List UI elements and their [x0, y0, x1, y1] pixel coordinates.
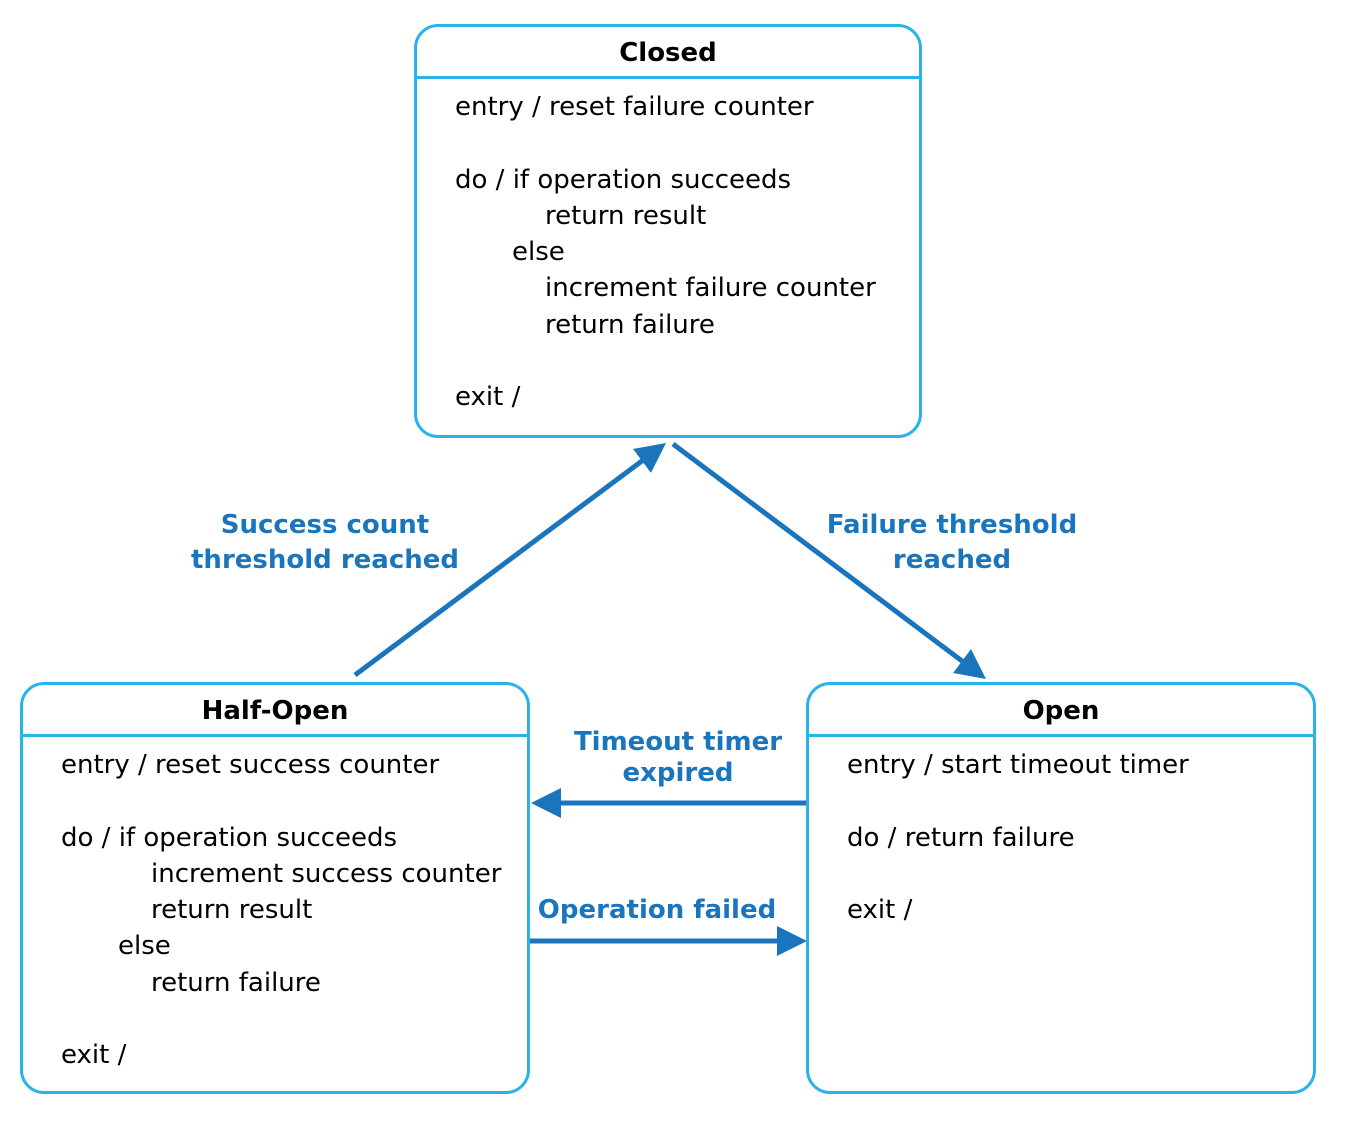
state-half-open-exit: exit / — [61, 1040, 127, 1071]
label-operation-failed: Operation failed — [537, 895, 777, 925]
state-open-title: Open — [809, 685, 1313, 737]
state-half-open-else: else — [118, 931, 171, 962]
state-closed-exit: exit / — [455, 382, 521, 413]
arrow-half-open-to-closed — [353, 443, 667, 678]
state-half-open-increment: increment success counter — [151, 858, 502, 889]
state-open-body: entry / start timeout timer do / return … — [809, 737, 1313, 928]
state-closed-return-result: return result — [545, 200, 707, 231]
state-closed-increment: increment failure counter — [545, 273, 876, 304]
state-half-open-return-result: return result — [151, 895, 313, 926]
state-half-open-return-failure: return failure — [151, 967, 321, 998]
state-open-do: do / return failure — [847, 822, 1075, 853]
state-half-open-do: do / if operation succeeds — [61, 822, 398, 853]
arrow-closed-to-open — [671, 442, 986, 680]
state-half-open: Half-Open entry / reset success counter … — [20, 682, 530, 1094]
label-timeout-expired: Timeout timer expired — [573, 727, 783, 788]
state-closed-body: entry / reset failure counter do / if op… — [417, 79, 919, 416]
state-closed-entry: entry / reset failure counter — [455, 92, 814, 122]
state-closed-else: else — [512, 237, 565, 268]
state-closed-return-failure: return failure — [545, 309, 715, 340]
state-closed-title: Closed — [417, 27, 919, 79]
state-closed-do: do / if operation succeeds — [455, 164, 792, 195]
state-half-open-title: Half-Open — [23, 685, 527, 737]
state-closed: Closed entry / reset failure counter do … — [414, 24, 922, 438]
state-half-open-body: entry / reset success counter do / if op… — [23, 737, 527, 1074]
label-success-threshold: Success count threshold reached — [191, 510, 459, 575]
state-open-exit: exit / — [847, 895, 913, 926]
state-half-open-entry: entry / reset success counter — [61, 750, 440, 780]
state-open-entry: entry / start timeout timer — [847, 750, 1189, 780]
label-failure-threshold: Failure threshold reached — [826, 510, 1078, 575]
state-open: Open entry / start timeout timer do / re… — [806, 682, 1316, 1094]
